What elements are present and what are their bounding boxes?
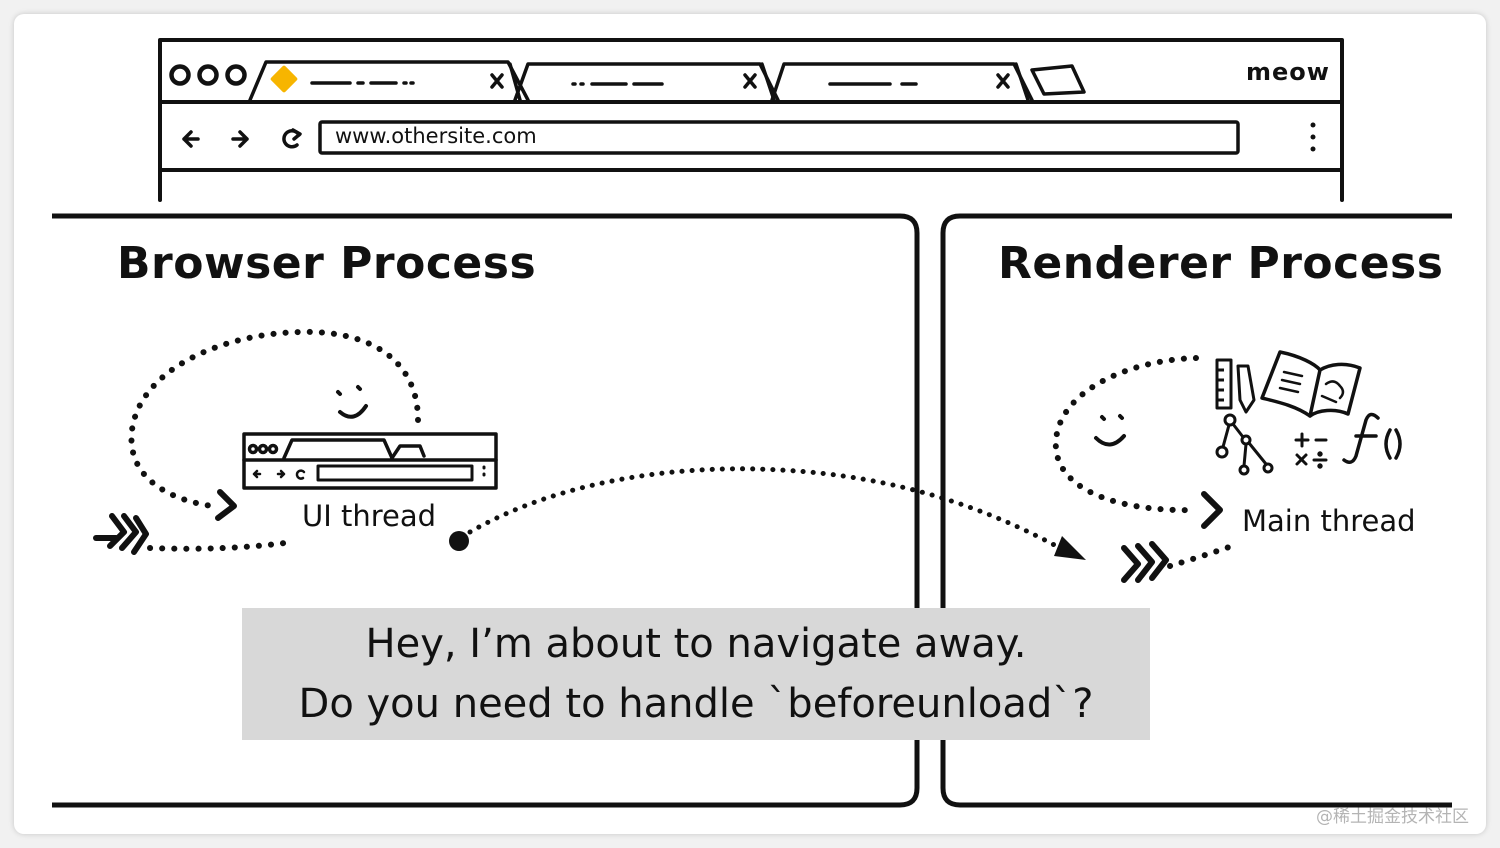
close-icon[interactable]	[490, 73, 504, 89]
tab-second[interactable]	[513, 62, 780, 102]
ui-thread-arrowhead	[215, 489, 237, 521]
tab-favicon-icon	[270, 65, 298, 93]
main-thread-face-icon	[1094, 414, 1126, 447]
address-bar-url[interactable]: www.othersite.com	[335, 124, 537, 148]
browser-process-box	[52, 213, 920, 808]
message-line-1: Hey, I’m about to navigate away.	[365, 621, 1027, 667]
tab-title-placeholders	[310, 81, 918, 86]
ipc-arrow-origin-dot	[449, 531, 469, 551]
main-thread-arrowhead	[1201, 491, 1223, 529]
watermark: @稀土掘金技术社区	[1316, 807, 1469, 827]
ui-thread-chevrons	[93, 513, 149, 555]
tab-close-icons	[490, 73, 1010, 89]
main-thread-label: Main thread	[1242, 504, 1416, 538]
ui-thread-label: UI thread	[302, 499, 437, 533]
ipc-message-box: Hey, I’m about to navigate away. Do you …	[242, 608, 1150, 740]
open-book-icon	[1260, 350, 1362, 418]
address-bar[interactable]	[318, 120, 1240, 155]
ui-thread-face-icon	[336, 385, 368, 419]
profile-label: meow	[1246, 58, 1330, 86]
ruler-pencil-icon	[1215, 358, 1256, 414]
tree-graph-icon	[1215, 413, 1274, 476]
message-line-2: Do you need to handle `beforeunload`?	[298, 681, 1094, 727]
close-icon[interactable]	[743, 73, 757, 89]
mini-browser-icon	[242, 432, 498, 490]
tab-active[interactable]	[248, 60, 530, 102]
more-menu-icon[interactable]	[1310, 122, 1316, 152]
main-thread-chevrons	[1121, 541, 1169, 583]
math-symbols-icon	[1294, 432, 1328, 469]
back-arrow-icon[interactable]	[182, 130, 200, 148]
browser-process-title: Browser Process	[117, 238, 537, 289]
tab-third[interactable]	[770, 62, 1034, 102]
ui-thread-loop	[128, 328, 421, 552]
ipc-message-arrow	[467, 466, 1063, 551]
renderer-process-box	[940, 213, 1452, 808]
tab-strip	[248, 60, 1086, 102]
browser-window	[158, 38, 1344, 202]
function-icon	[1342, 412, 1402, 464]
main-thread-loop	[1052, 355, 1235, 569]
forward-arrow-icon[interactable]	[231, 130, 249, 148]
reload-icon[interactable]	[282, 128, 302, 149]
close-icon[interactable]	[996, 73, 1010, 89]
ipc-arrowhead	[1054, 536, 1086, 560]
new-tab-button[interactable]	[1030, 64, 1086, 96]
renderer-process-title: Renderer Process	[998, 238, 1444, 289]
window-controls-icon	[169, 64, 247, 86]
